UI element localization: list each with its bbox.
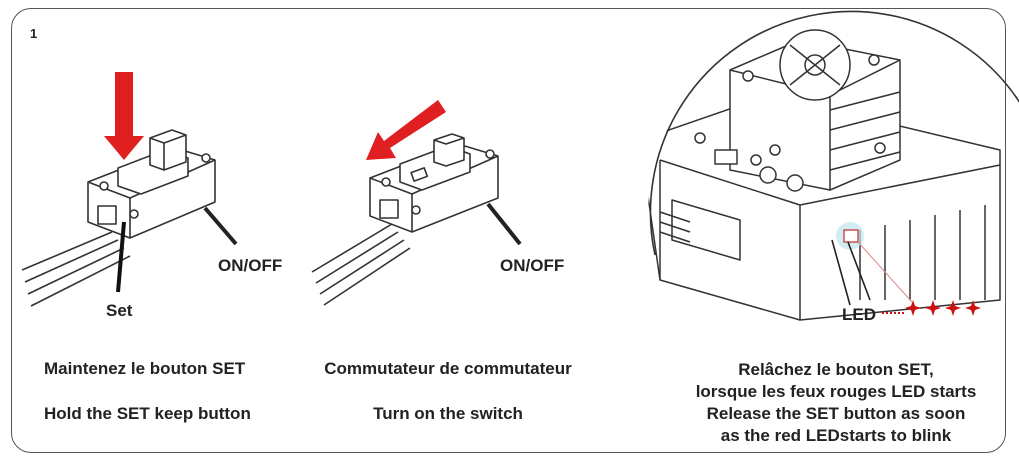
- led-red-line: [857, 241, 913, 303]
- step-number: 1: [30, 26, 38, 41]
- blink-star-icon: [905, 300, 921, 316]
- switch-illustration-2: [311, 133, 522, 306]
- blink-star-icon: [925, 300, 941, 316]
- step3-caption-line1: Relâchez le bouton SET,: [738, 360, 934, 379]
- led-pointer-line: [831, 239, 851, 306]
- step1-caption-en: Hold the SET keep button: [44, 404, 251, 423]
- switch-illustration-1: [21, 129, 238, 307]
- step3-caption-line3: Release the SET button as soon: [706, 404, 966, 423]
- step3-caption-line2: lorsque les feux rouges LED starts: [695, 382, 977, 401]
- led-pointer-line-2: [847, 241, 871, 301]
- closeup-circle-outline: [649, 10, 1019, 256]
- set-pointer-line: [116, 221, 126, 293]
- on-off-label-2: ON/OFF: [500, 256, 565, 275]
- step2-caption-fr: Commutateur de commutateur: [324, 359, 572, 378]
- esc-closeup: [648, 29, 1001, 321]
- switch-arrow-left: [366, 100, 446, 160]
- led-blink-icons: [905, 300, 981, 316]
- set-label: Set: [106, 301, 133, 320]
- press-arrow-down: [104, 72, 144, 160]
- blink-star-icon: [945, 300, 961, 316]
- blink-star-icon: [965, 300, 981, 316]
- on-off-label-1: ON/OFF: [218, 256, 283, 275]
- step2-caption-en: Turn on the switch: [373, 404, 523, 423]
- instruction-frame: [11, 8, 1006, 453]
- led-light: [843, 229, 859, 243]
- step3-caption-line4: as the red LEDstarts to blink: [720, 426, 952, 445]
- led-label: LED: [842, 305, 876, 324]
- step1-caption-fr: Maintenez le bouton SET: [44, 359, 246, 378]
